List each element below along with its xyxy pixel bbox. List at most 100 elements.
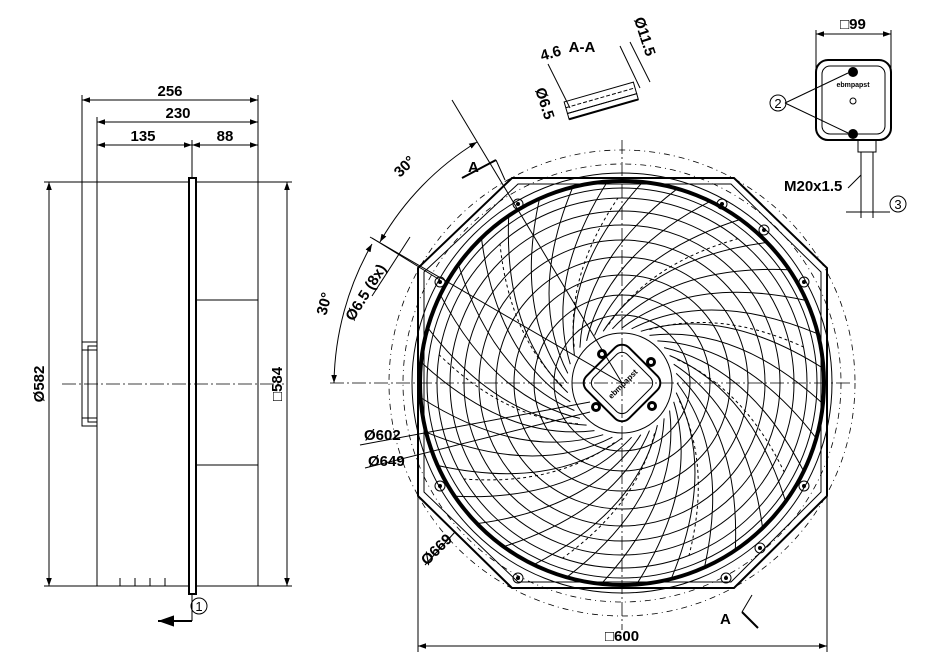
terminal-box: □99 ebmpapst 2 M20x1.5 3 — [769, 16, 907, 218]
mounting-hole-center — [516, 202, 520, 206]
section-a-a: A-A 4.6 Ø11.5 Ø6.5 — [531, 15, 658, 122]
hub-screws — [591, 349, 657, 412]
dim-230: 230 — [165, 105, 190, 122]
guard-spoke — [673, 363, 764, 529]
mounting-hole-center — [762, 228, 766, 232]
callout-1: 1 — [195, 599, 202, 614]
mounting-hole — [798, 276, 810, 288]
impeller-blade — [677, 359, 785, 473]
mounting-hole-center — [438, 484, 442, 488]
cable-gland-label: M20x1.5 — [784, 178, 842, 195]
dim-256: 256 — [157, 83, 182, 100]
callout-3: 3 — [894, 197, 901, 212]
guard-spoke — [640, 323, 824, 369]
guard-spoke — [612, 268, 790, 330]
callout-2: 2 — [774, 96, 781, 111]
section-mark-bottom: A — [720, 611, 731, 628]
guard-spoke — [562, 181, 608, 365]
dim-88: 88 — [217, 128, 234, 145]
dim-diameter-582: Ø582 — [31, 366, 48, 403]
impeller-blade — [649, 322, 804, 348]
mounting-hole — [720, 572, 732, 584]
mounting-hole — [434, 480, 446, 492]
guard-spoke — [663, 347, 805, 472]
side-view: 256 230 135 88 Ø582 □584 1 — [31, 83, 292, 627]
angle-30-top: 30° — [391, 153, 419, 181]
impeller-blades — [420, 181, 824, 585]
callout-3-circle — [889, 195, 907, 213]
mounting-hole — [512, 572, 524, 584]
section-mark-top: A — [468, 159, 479, 176]
dim-600: □600 — [605, 628, 639, 645]
mounting-hole — [754, 542, 766, 554]
dia-649: Ø649 — [368, 453, 405, 470]
hub-box — [582, 343, 662, 423]
guard-spoke — [600, 410, 672, 585]
impeller-blade — [463, 442, 615, 481]
mounting-hole — [758, 224, 770, 236]
cable-gland — [857, 139, 877, 153]
guard-spoke — [566, 418, 665, 578]
guard-spoke — [657, 340, 817, 439]
guard-spoke — [503, 430, 650, 548]
callout-1-circle — [190, 597, 208, 615]
guard-spoke — [420, 361, 595, 433]
front-view: ebmpapst 30° 30° Ø6.5 (8x) A A Ø602 Ø649… — [314, 99, 856, 652]
guard-spoke — [602, 241, 768, 332]
box-body — [815, 59, 892, 141]
angle-arc-top — [379, 141, 478, 243]
guard-spoke — [454, 436, 632, 498]
dia-602: Ø602 — [364, 427, 401, 444]
impeller-blade — [562, 433, 655, 559]
guard-spoke — [676, 382, 714, 568]
dim-99: □99 — [840, 16, 866, 33]
mounting-plate — [417, 177, 828, 589]
mounting-hole-center — [758, 546, 762, 550]
side-flange — [188, 177, 197, 595]
guard-spoke — [476, 434, 642, 525]
dim-135: 135 — [130, 128, 155, 145]
guard-spoke — [439, 294, 581, 419]
guard-spoke — [649, 333, 824, 405]
impeller-blade — [438, 354, 579, 425]
dim-square-584: □584 — [269, 366, 286, 401]
impeller-blade — [678, 400, 699, 556]
guard-spoke — [572, 181, 644, 356]
impeller-blade — [499, 243, 563, 387]
guard-spoke — [457, 264, 575, 411]
dim-4-6: 4.6 — [538, 43, 563, 65]
guard-spoke — [594, 218, 741, 336]
guard-spoke — [579, 188, 678, 348]
section-title: A-A — [569, 39, 596, 56]
impeller-blade — [572, 197, 619, 347]
angle-30-left: 30° — [314, 291, 336, 317]
guard-spoke — [420, 397, 604, 443]
guard-spoke — [631, 309, 819, 335]
dim-6-5: Ø6.5 — [531, 86, 557, 122]
mounting-hole-center — [720, 202, 724, 206]
mounting-holes — [434, 198, 810, 584]
dim-11-5: Ø11.5 — [630, 15, 659, 58]
mounting-hole-center — [516, 576, 520, 580]
mounting-hole-center — [802, 280, 806, 284]
mounting-hole-center — [438, 280, 442, 284]
mounting-hole-center — [802, 484, 806, 488]
callout-2-circle — [769, 94, 787, 112]
angle-arc-left — [331, 243, 373, 384]
guard-spoke — [636, 401, 682, 585]
dia-669: Ø669 — [418, 531, 456, 569]
box-brand: ebmpapst — [836, 82, 870, 89]
guard-spoke — [675, 373, 737, 551]
mounting-hole-center — [724, 576, 728, 580]
guard-spoke — [425, 431, 613, 457]
guard-spoke — [480, 237, 571, 403]
guard-spoke — [621, 291, 807, 329]
guard-spoke — [586, 200, 711, 342]
guard-spoke — [530, 198, 568, 384]
mounting-hole — [716, 198, 728, 210]
mounting-hole — [798, 480, 810, 492]
guard-spoke — [548, 186, 574, 374]
hub-brand: ebmpapst — [607, 367, 640, 400]
impeller-blade — [608, 238, 738, 325]
